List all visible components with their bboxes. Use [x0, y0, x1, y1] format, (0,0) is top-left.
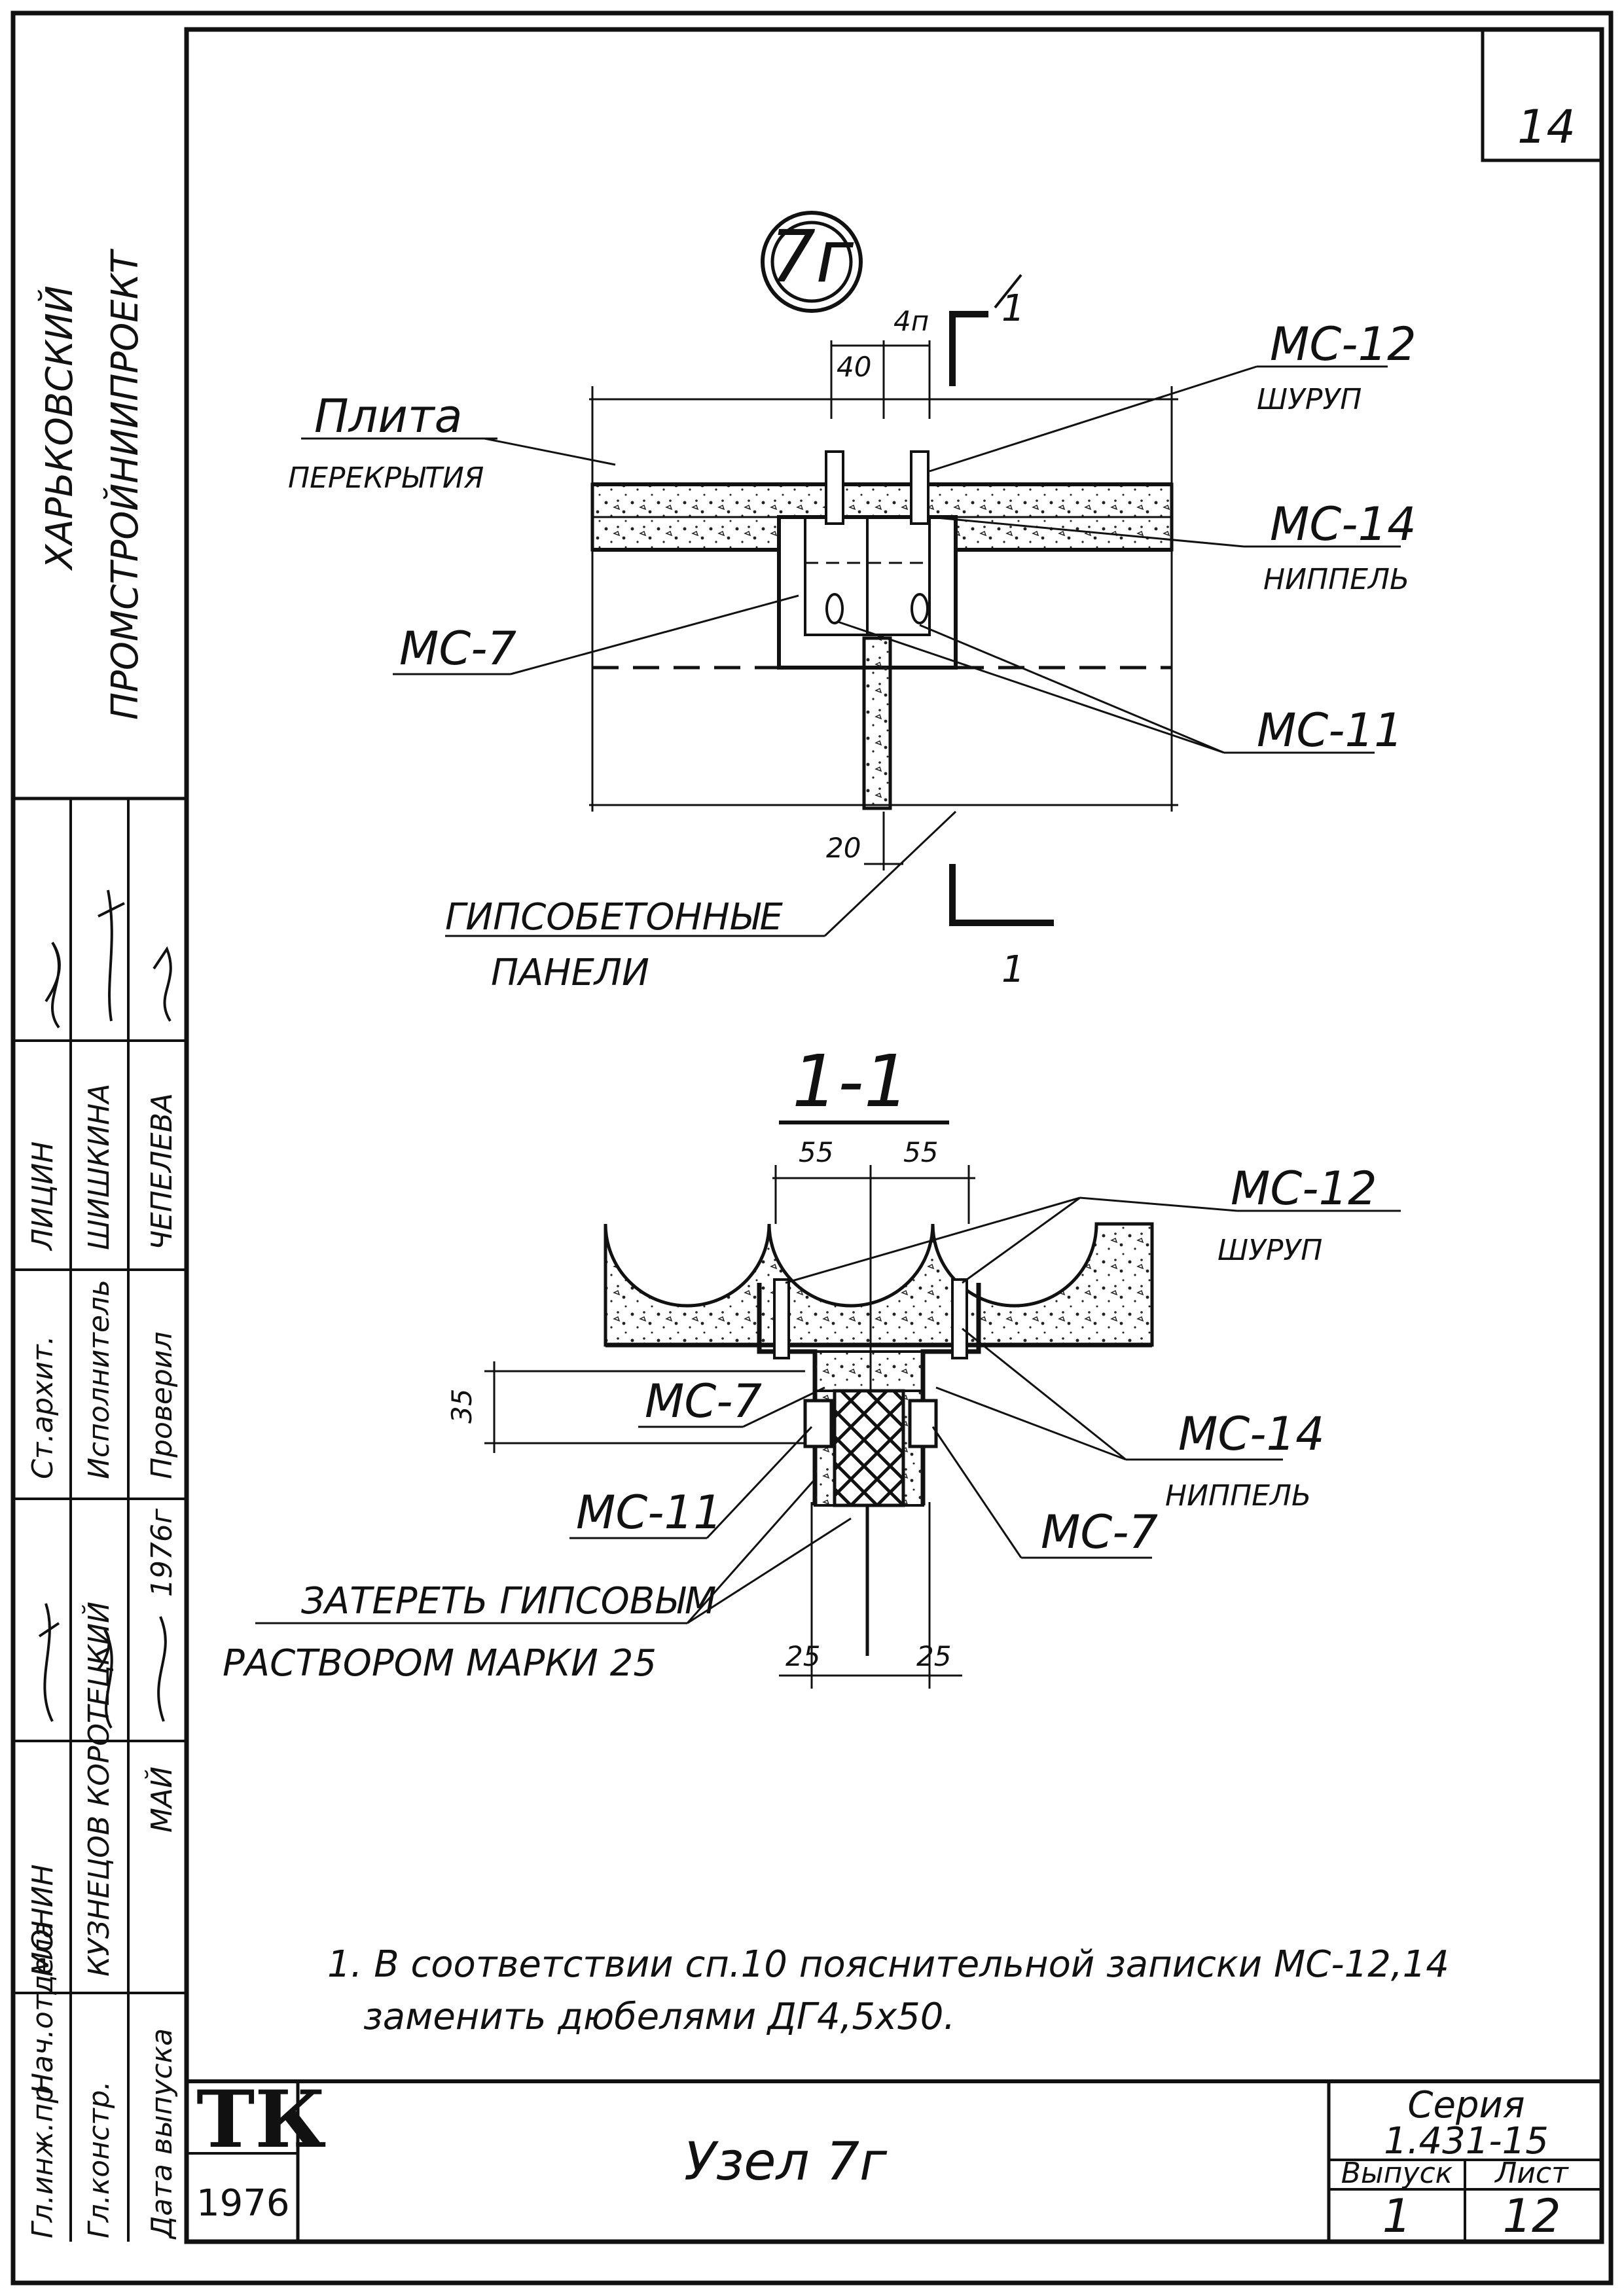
plan-mc11-label: МС-11 — [1257, 704, 1403, 757]
drawing-title: Узел 7г — [684, 2131, 888, 2192]
plan-leaders — [301, 365, 1401, 937]
stamp-date-year: 1976г — [145, 1508, 179, 1597]
node-badge-inner — [770, 221, 853, 303]
sec-mc11-label: МС-11 — [576, 1486, 723, 1539]
issue-label: Выпуск — [1341, 2157, 1453, 2190]
section-nipple-left — [803, 1399, 833, 1448]
tk-logo: ТК — [196, 2073, 326, 2166]
series-label: Серия — [1407, 2084, 1525, 2126]
stamp-role-3: Гл.констр. — [82, 2081, 116, 2238]
sec-mc14-label: МС-14 — [1178, 1407, 1325, 1461]
sec-mc12-sub: ШУРУП — [1218, 1234, 1322, 1267]
plan-mc12-label: МС-12 — [1270, 317, 1416, 371]
stamp-role-1: Гл.инж.пр — [26, 2085, 60, 2238]
note-line1: ЗАТЕРЕТЬ ГИПСОВЫМ — [301, 1580, 716, 1623]
dim-40: 40 — [837, 351, 871, 383]
plan-mc7-label: МС-7 — [399, 622, 516, 675]
hollow-core-slab — [604, 1222, 1154, 1347]
slab-label-1: Плита — [314, 389, 463, 443]
sec-mc14-sub: НИППЕЛЬ — [1165, 1479, 1311, 1513]
section-screw-right — [951, 1278, 968, 1359]
gypsum-panel — [862, 636, 892, 810]
plan-view: 7г 40 4п 20 1 — [288, 211, 1416, 994]
sheet-number-box: 14 — [1481, 29, 1602, 162]
stamp-name-2: КУЗНЕЦОВ — [82, 1816, 116, 1977]
left-stamp: ХАРЬКОВСКИЙ ПРОМСТРОЙНИИПРОЕКТ Гл.инж.пр… — [13, 249, 187, 2242]
footnote-line1: 1. В соответствии сп.10 пояснительной за… — [327, 1943, 1449, 1986]
dim-25b: 25 — [916, 1640, 951, 1672]
stamp-name-3: КОРОТЕЦКИЙ — [81, 1602, 116, 1806]
panels-label-2: ПАНЕЛИ — [491, 952, 649, 994]
plan-mc12-sub: ШУРУП — [1257, 383, 1362, 416]
stamp-role-4: Дата выпуска — [145, 2028, 179, 2240]
screw-left — [825, 450, 844, 525]
stamp-role-2: Нач.отдела — [26, 1921, 60, 2094]
title-year: 1976 — [196, 2182, 290, 2225]
stamp-date-month: МАЙ — [144, 1767, 179, 1833]
dim-55b: 55 — [903, 1136, 938, 1168]
org-line2: ПРОМСТРОЙНИИПРОЕКТ — [104, 249, 147, 720]
section-title: 1-1 — [792, 1039, 910, 1123]
sheet-label: Лист — [1494, 2157, 1569, 2190]
nipple-right — [911, 593, 929, 624]
stamp-role-6: Исполнитель — [82, 1280, 116, 1479]
section-dimensions — [484, 1165, 975, 1689]
plan-mc14-sub: НИППЕЛЬ — [1263, 563, 1409, 596]
plan-mc14-label: МС-14 — [1270, 497, 1416, 551]
screw-right — [910, 450, 929, 525]
panels-label-1: ГИПСОБЕТОННЫЕ — [445, 896, 784, 939]
section-view: 1-1 55 55 35 25 25 — [223, 1039, 1401, 1689]
sec-mc7-right: МС-7 — [1041, 1505, 1158, 1559]
section-mark-top — [949, 311, 988, 386]
section-screw-left — [773, 1278, 790, 1359]
wood-insert — [833, 1389, 905, 1507]
plan-dimensions — [589, 340, 1178, 870]
org-line1: ХАРЬКОВСКИЙ — [39, 285, 81, 571]
stamp-role-5: Ст.архит. — [26, 1336, 60, 1479]
sec-mc12-label: МС-12 — [1231, 1162, 1377, 1215]
section-mark-bottom — [949, 864, 1054, 926]
dim-55a: 55 — [799, 1136, 833, 1168]
stamp-name-5: ШИШКИНА — [82, 1084, 116, 1250]
footnote-line2: заменить дюбелями ДГ4,5х50. — [363, 1996, 955, 2038]
dim-20: 20 — [826, 832, 861, 864]
sec-mc7-left: МС-7 — [645, 1374, 762, 1428]
section-leaders — [255, 1196, 1401, 1624]
slab-label-2: ПЕРЕКРЫТИЯ — [288, 461, 484, 495]
section-mark-top-num: 1 — [1001, 287, 1025, 330]
sheet-number: 14 — [1517, 100, 1576, 154]
stamp-name-4: ЛИЦИН — [26, 1141, 60, 1251]
dim-4n: 4п — [893, 305, 929, 337]
section-nipple-right — [908, 1399, 938, 1448]
stamp-name-1: МОНИН — [26, 1864, 60, 1977]
note-line2: РАСТВОРОМ МАРКИ 25 — [223, 1642, 657, 1685]
series-value: 1.431-15 — [1384, 2120, 1549, 2162]
dim-35: 35 — [446, 1389, 478, 1424]
dim-25a: 25 — [785, 1640, 820, 1672]
title-block: ТК 1976 Узел 7г Серия 1.431-15 Выпуск Ли… — [187, 2073, 1602, 2243]
stamp-role-7: Проверил — [145, 1331, 179, 1479]
signatures — [38, 889, 172, 1729]
node-badge-outer — [761, 211, 863, 313]
stamp-name-6: ЧЕПЕЛЕВА — [145, 1093, 179, 1250]
section-mark-bottom-num: 1 — [1001, 948, 1025, 991]
outer-border — [10, 10, 1614, 2286]
node-badge-text: 7г — [770, 215, 854, 298]
sheet-value: 12 — [1502, 2189, 1561, 2243]
issue-value: 1 — [1382, 2189, 1412, 2243]
nipple-left — [825, 593, 844, 624]
inner-frame — [184, 27, 1604, 2244]
